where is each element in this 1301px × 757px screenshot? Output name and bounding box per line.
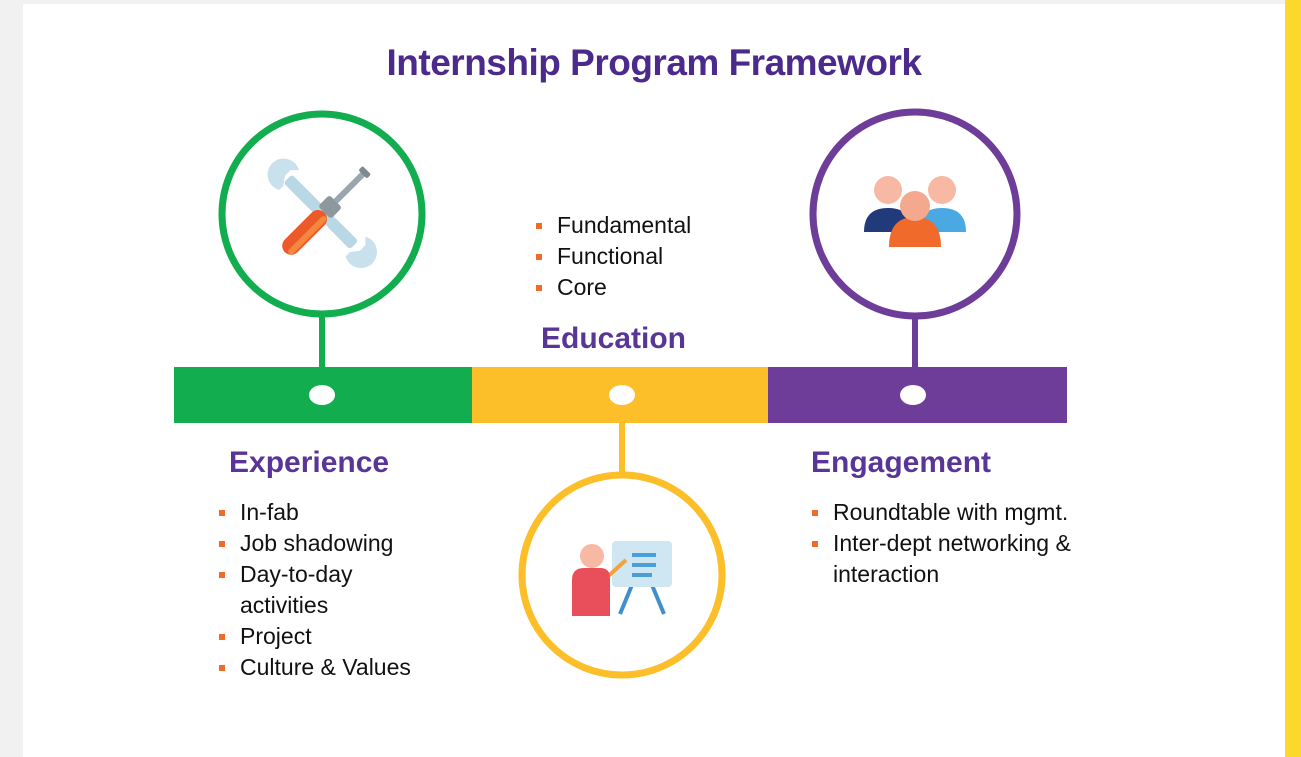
list-item: Roundtable with mgmt. (811, 497, 1131, 528)
tools-icon (267, 158, 377, 268)
list-item: Inter-dept networking & interaction (811, 528, 1123, 590)
list-item: Functional (535, 241, 755, 272)
list-item: Project (218, 621, 478, 652)
side-accent-stripe (1285, 0, 1301, 757)
list-item: Job shadowing (218, 528, 478, 559)
list-item: In-fab (218, 497, 478, 528)
people-group-icon (864, 176, 966, 247)
education-title: Education (541, 322, 687, 355)
list-item: Day-to-day activities (218, 559, 390, 621)
engagement-list: Roundtable with mgmt. Inter-dept network… (811, 497, 1131, 590)
list-item: Fundamental (535, 210, 755, 241)
experience-list: In-fab Job shadowing Day-to-day activiti… (218, 497, 478, 683)
timeline-dot-education (609, 385, 635, 405)
presentation-icon (572, 541, 672, 616)
timeline-dot-engagement (900, 385, 926, 405)
list-item: Culture & Values (218, 652, 478, 683)
page-title: Internship Program Framework (386, 42, 922, 83)
timeline-dot-experience (309, 385, 335, 405)
list-item: Core (535, 272, 755, 303)
engagement-title: Engagement (811, 446, 992, 479)
experience-title: Experience (229, 446, 390, 479)
education-list: Fundamental Functional Core (535, 210, 755, 303)
